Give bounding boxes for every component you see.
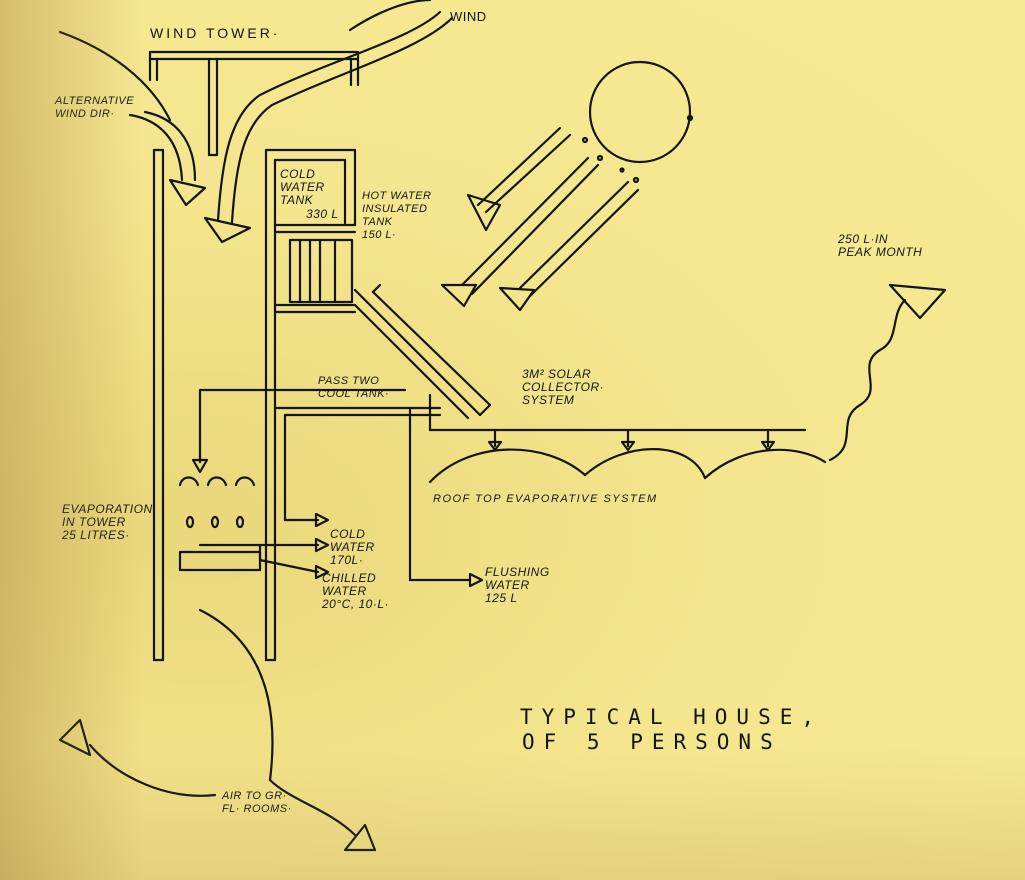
solar-collector: [353, 283, 492, 432]
diagram-title-line-2: OF 5 PERSONS: [522, 730, 782, 754]
sun-ray-arrow-3: [498, 180, 640, 312]
roof-top-arcs: [428, 448, 827, 484]
tower-left-wall: [152, 148, 165, 662]
label-wind: WIND: [450, 9, 487, 24]
label-evaporation: EVAPORATION IN TOWER 25 LITRES·: [62, 502, 153, 542]
diagram-title-line-1: TYPICAL HOUSE,: [520, 705, 824, 729]
hot-water-tank: [273, 238, 357, 314]
heat-squiggle-arrow-icon: [828, 283, 947, 462]
cold-water-tank: [273, 223, 357, 234]
label-alternative-wind: ALTERNATIVE WIND DIR·: [55, 95, 135, 120]
evaporative-pads: [178, 476, 262, 572]
label-cold-water-tank: COLD WATER TANK: [280, 167, 325, 207]
tower-right-wall: [264, 148, 357, 662]
label-pass-two-cool-tank: PASS TWO COOL TANK·: [318, 375, 390, 400]
label-cold-water: COLD WATER 170L·: [330, 527, 375, 567]
label-air-to-rooms: AIR TO GR· FL· ROOMS·: [222, 790, 292, 815]
label-roof-top: ROOF TOP EVAPORATIVE SYSTEM: [433, 493, 658, 505]
label-wind-tower: WIND TOWER·: [150, 25, 281, 41]
pipe-network: [191, 388, 807, 588]
label-chilled-water: CHILLED WATER 20°C, 10·L·: [322, 571, 389, 611]
alternative-wind-arrow-icon: [128, 110, 207, 207]
label-solar-collector: 3M² SOLAR COLLECTOR· SYSTEM: [522, 367, 605, 407]
air-out-arrow-icon: [58, 608, 377, 852]
label-hot-water-tank: HOT WATER INSULATED TANK 150 L·: [362, 190, 432, 241]
sun-ray-arrow-2: [440, 156, 600, 308]
sun-icon: [581, 60, 694, 184]
wind-arrow-icon: [203, 10, 454, 244]
cool-tank-floor: [273, 406, 442, 522]
label-flushing-water: FLUSHING WATER 125 L: [485, 565, 550, 605]
wind-squiggle: [58, 0, 432, 122]
label-peak-month: 250 L·IN PEAK MONTH: [838, 232, 923, 259]
wind-tower-cap: [148, 50, 360, 157]
sun-ray-arrow-1: [466, 126, 572, 232]
label-cold-tank-volume: 330 L: [306, 207, 339, 221]
